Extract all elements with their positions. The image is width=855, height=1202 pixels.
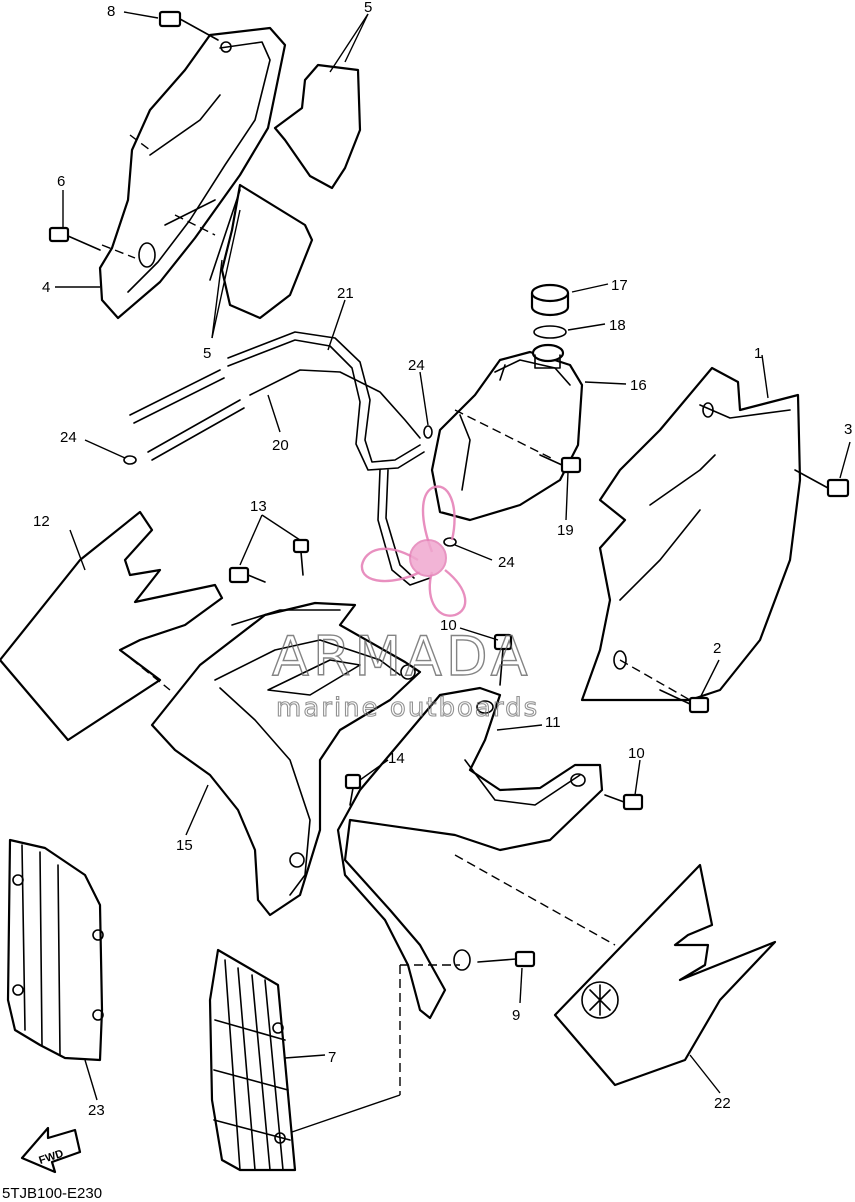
- callout-18: 16: [630, 377, 647, 394]
- part-4-side-cover: [98, 26, 287, 320]
- callout-1: 1: [754, 345, 762, 362]
- callout-10a: 10: [440, 617, 457, 634]
- callout-24a: 24: [60, 429, 77, 446]
- watermark-logo-icon: [360, 485, 467, 617]
- callout-23: 21: [337, 285, 354, 302]
- bolt-21: [539, 454, 582, 474]
- callout-8: 11: [545, 714, 561, 731]
- callout-leaders: [55, 11, 851, 1133]
- callout-5b: 5: [203, 345, 211, 362]
- callout-21: 19: [557, 522, 574, 539]
- bolt-7: [158, 10, 219, 41]
- bolt-15b: [292, 538, 310, 576]
- part-12-grille: [208, 948, 297, 1172]
- watermark-tagline: marine outboards: [276, 693, 539, 723]
- clamps-24: [123, 425, 457, 547]
- bolt-10b: [604, 793, 644, 811]
- bolt-6: [48, 226, 101, 251]
- bolt-3: [794, 469, 850, 498]
- callout-14: 12: [33, 513, 50, 530]
- callout-24b: 24: [408, 357, 425, 374]
- callout-4: 4: [42, 279, 50, 296]
- part-1-side-cover: [580, 366, 802, 702]
- part-17-guard: [6, 838, 104, 1062]
- callout-24c: 24: [498, 554, 515, 571]
- fwd-arrow-icon: FWD: [20, 1126, 82, 1174]
- callout-20: 18: [609, 317, 626, 334]
- callout-10b: 10: [628, 745, 645, 762]
- callout-7: 8: [107, 3, 115, 20]
- reference-code: 5TJB100-E230: [2, 1185, 102, 1202]
- callout-22: 20: [272, 437, 289, 454]
- callout-11: 9: [512, 1007, 520, 1024]
- watermark: ARMADA marine outboards: [271, 485, 539, 724]
- callout-3: 3: [844, 421, 852, 438]
- part-20-o-ring: [533, 325, 567, 339]
- part-14-decal: [0, 510, 224, 742]
- watermark-brand: ARMADA: [272, 625, 532, 688]
- callout-labels: 8 5 6 4 5 21 20 24 24 17 18 16 1 3 19 24…: [33, 0, 852, 1119]
- part-8-shroud: [336, 686, 604, 1020]
- callout-16: 14: [388, 750, 405, 767]
- callout-9: 22: [714, 1095, 731, 1112]
- bolt-11: [477, 950, 536, 968]
- bolt-15a: [228, 566, 266, 584]
- part-13-shroud: [150, 601, 422, 917]
- callout-6: 6: [57, 173, 65, 190]
- part-22-23-hoses: [129, 331, 431, 586]
- part-5-decals: [209, 63, 362, 320]
- callout-17: 23: [88, 1102, 105, 1119]
- part-9-decal: [553, 863, 777, 1087]
- callout-15: 13: [250, 498, 267, 515]
- alignment-lines: [101, 134, 691, 1095]
- part-19-cap: [530, 283, 570, 317]
- callout-2: 2: [713, 640, 721, 657]
- part-18-reservoir-tank: [430, 343, 584, 522]
- callout-12: 7: [328, 1049, 336, 1066]
- callout-5a: 5: [364, 0, 372, 16]
- bolt-10a: [493, 633, 513, 686]
- bolt-16: [344, 773, 362, 806]
- bolt-2: [659, 689, 710, 714]
- callout-13: 15: [176, 837, 193, 854]
- callout-19: 17: [611, 277, 628, 294]
